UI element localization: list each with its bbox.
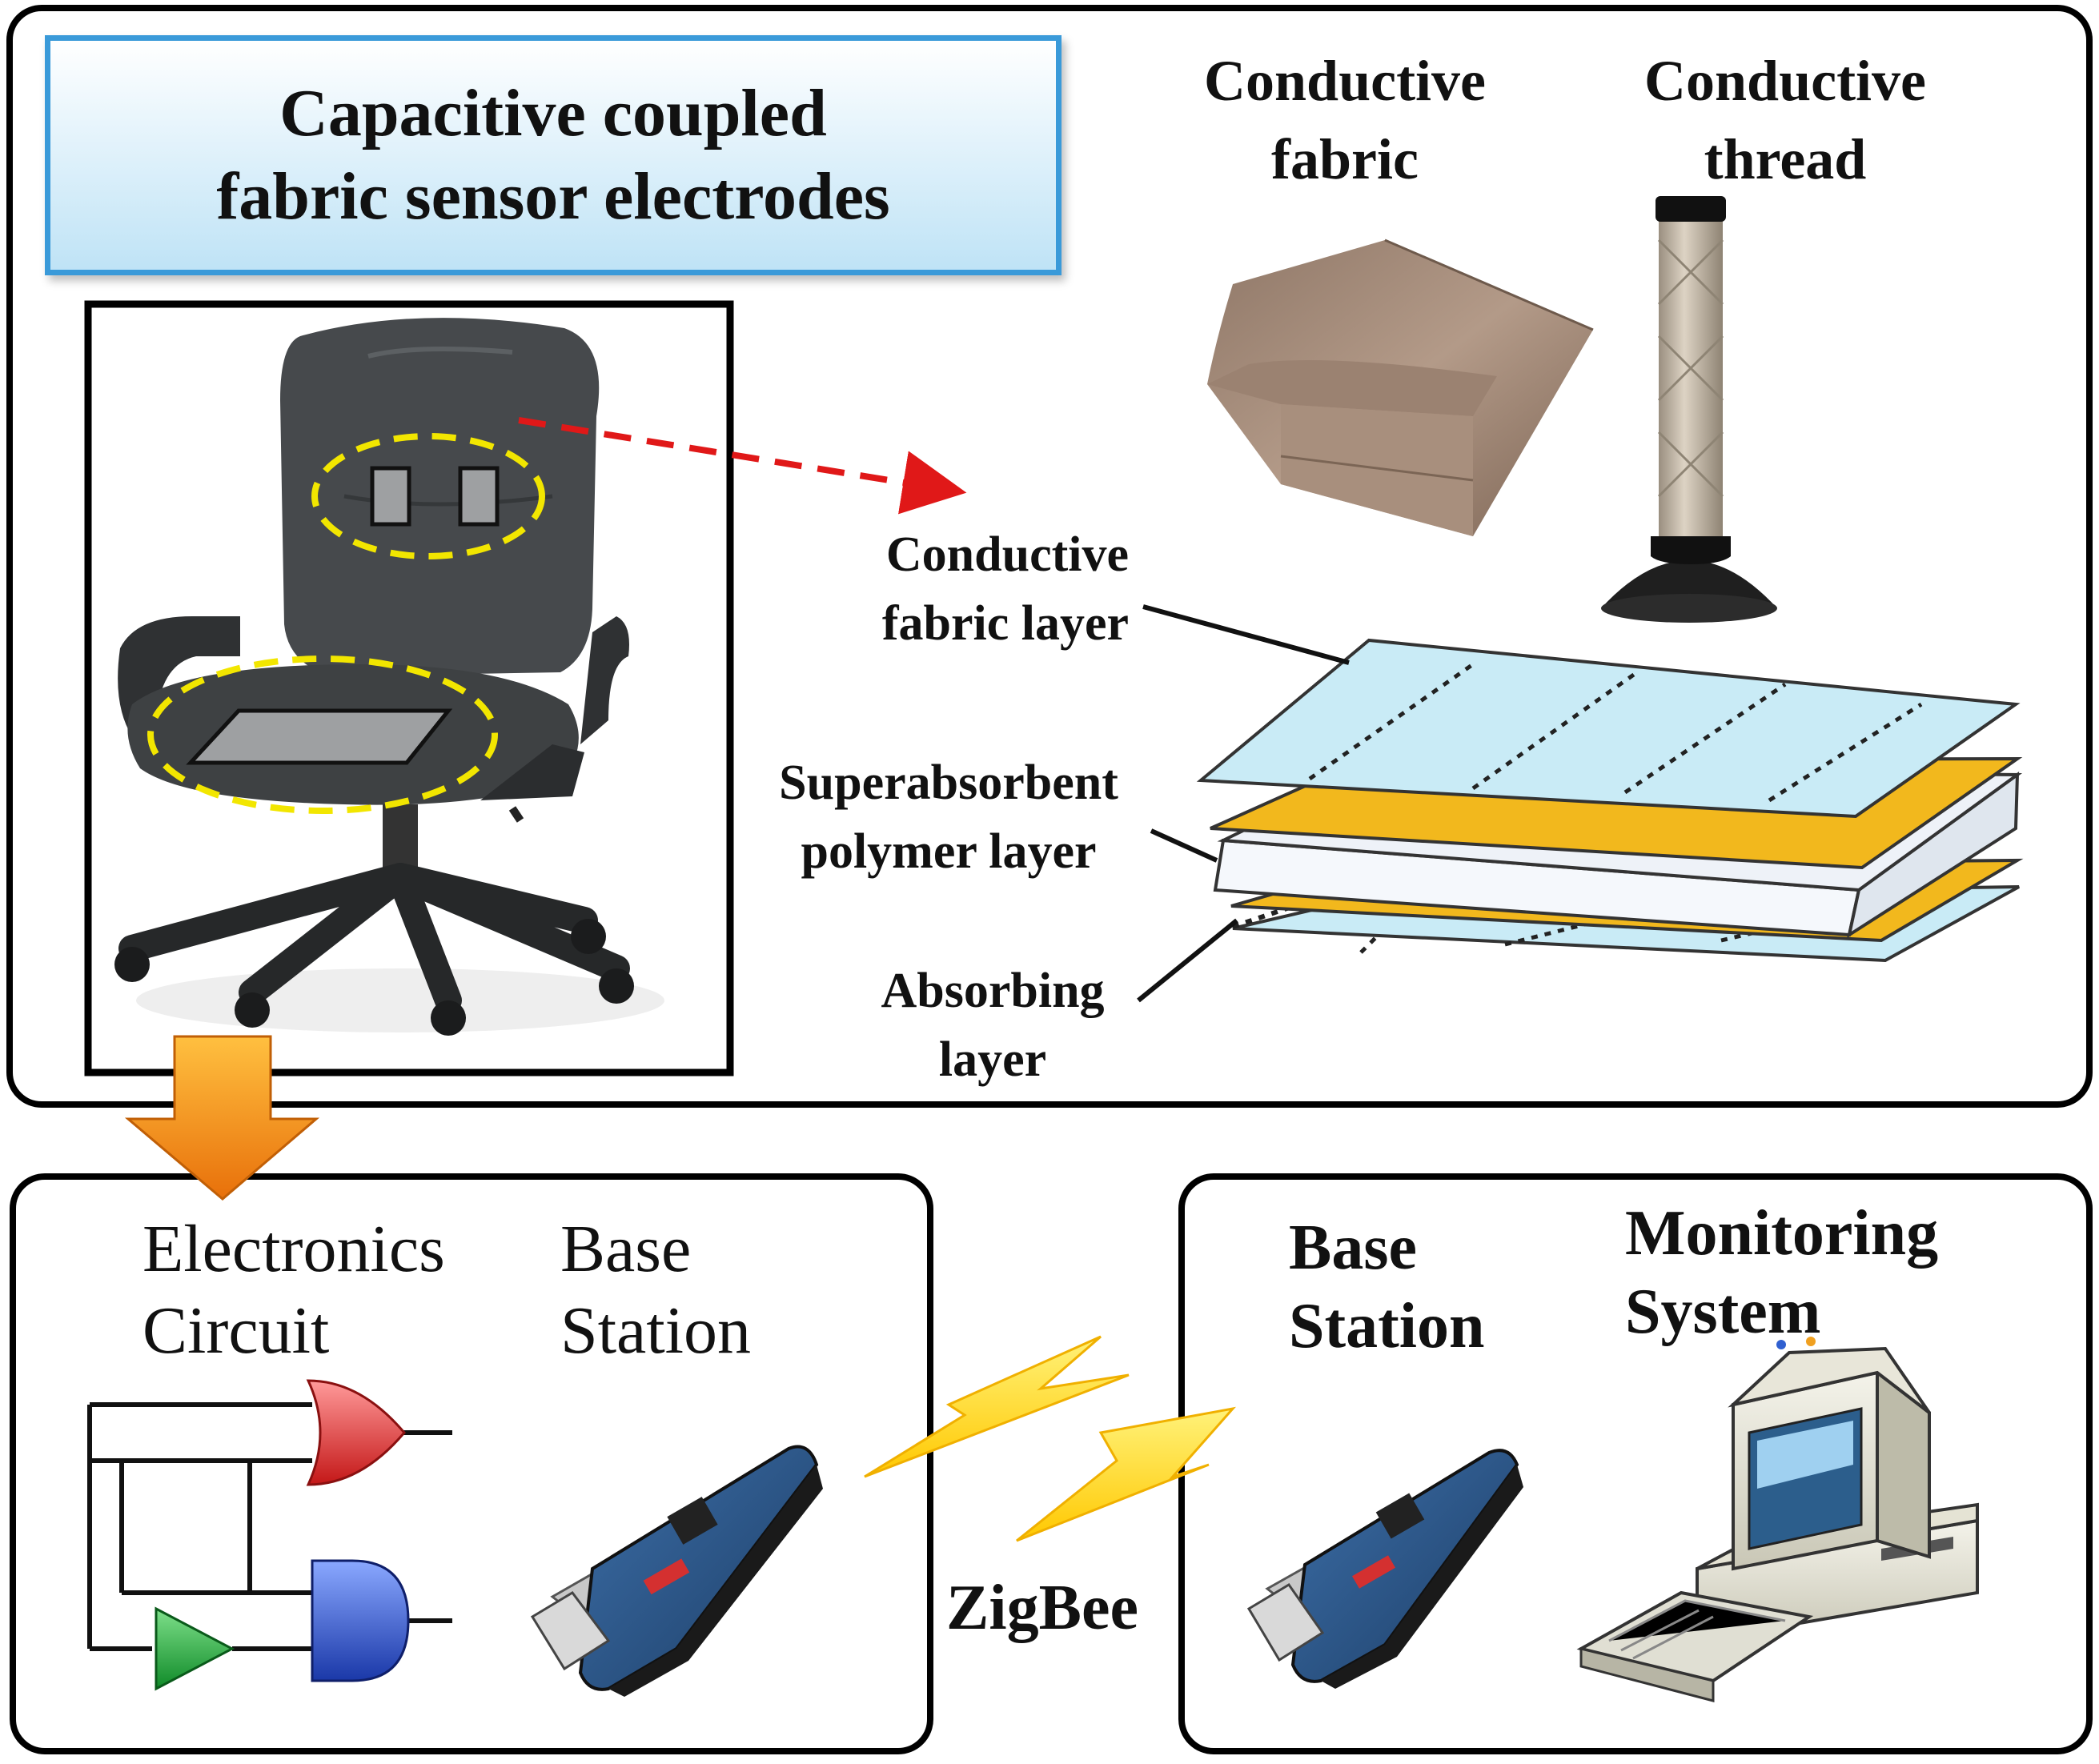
lightning-bolt-2 xyxy=(1016,1406,1236,1542)
superabsorbent-layer-label: Superabsorbent polymer layer xyxy=(779,756,1118,879)
conductive-thread-image xyxy=(1601,196,1777,623)
seat-sensor-highlight xyxy=(147,655,498,814)
base-station-dongle-rx xyxy=(1246,1449,1523,1689)
sensor-layer-stack xyxy=(1196,638,2024,963)
absorbing-layer-label: Absorbing layer xyxy=(881,964,1105,1087)
detail-arrow xyxy=(518,417,967,515)
transmitter-panel-frame xyxy=(10,1173,933,1754)
tx-base-station-label: Base Station xyxy=(560,1212,752,1368)
title-line-1: Capacitive coupled xyxy=(279,76,827,150)
leader-conductive-layer xyxy=(1142,604,1350,665)
leader-absorbing-layer xyxy=(1137,918,1238,1003)
rx-base-station-label: Base Station xyxy=(1289,1213,1485,1361)
back-sensor-highlight xyxy=(311,433,545,559)
top-panel-frame xyxy=(6,5,2093,1108)
back-electrode-right xyxy=(458,466,500,527)
logic-circuit-icon xyxy=(87,1379,452,1691)
zigbee-label: ZigBee xyxy=(946,1573,1138,1643)
title-line-2: fabric sensor electrodes xyxy=(216,159,890,234)
electronics-circuit-label: Electronics Circuit xyxy=(142,1212,445,1368)
conductive-thread-label: Conductive thread xyxy=(1643,49,1927,191)
back-electrode-left xyxy=(370,466,411,527)
down-arrow xyxy=(124,1035,320,1201)
monitoring-system-label: Monitoring System xyxy=(1625,1198,1939,1347)
conductive-fabric-layer-label: Conductive fabric layer xyxy=(881,527,1129,651)
seat-electrode xyxy=(186,708,453,765)
title-box: Capacitive coupled fabric sensor electro… xyxy=(45,35,1062,275)
conductive-fabric-label: Conductive fabric xyxy=(1203,49,1487,191)
conductive-fabric-image xyxy=(1207,239,1594,536)
computer-icon xyxy=(1576,1337,1979,1702)
lightning-bolt-1 xyxy=(864,1335,1130,1478)
leader-polymer-layer xyxy=(1150,828,1218,863)
base-station-dongle-tx xyxy=(530,1445,823,1697)
